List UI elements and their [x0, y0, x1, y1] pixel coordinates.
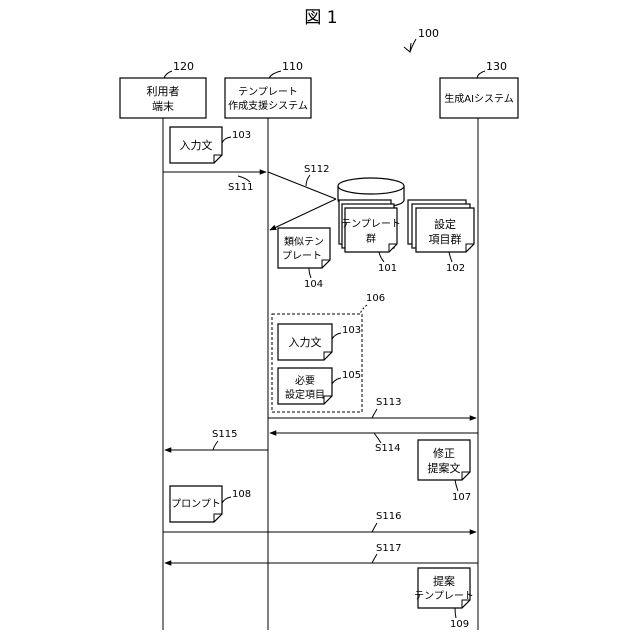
actor-user-line2: 端末: [152, 99, 174, 113]
doc-similar-line1: 類似テン: [284, 236, 324, 248]
figure-ref: 100: [418, 27, 439, 40]
doc-similar-ref: 104: [304, 279, 323, 290]
doc-setting-group-line1: 設定: [434, 217, 456, 231]
doc-revised-proposal: 修正 提案文 107: [418, 440, 471, 503]
step-s117: S117: [376, 543, 401, 554]
figure-ref-arrow: [404, 43, 411, 52]
doc-input-text-label: 入力文: [180, 138, 213, 152]
doc-template-group: テンプレート 群 101: [339, 200, 401, 274]
doc-setting-group-line2: 項目群: [429, 232, 462, 246]
doc-revised-line1: 修正: [433, 446, 455, 460]
doc-input-text-group: 入力文 103: [278, 324, 361, 360]
doc-template-group-line2: 群: [366, 232, 376, 245]
actor-ai-ref: 130: [486, 60, 507, 73]
doc-proposed-template: 提案 テンプレート 109: [414, 568, 474, 630]
step-s116: S116: [376, 511, 401, 522]
actor-user-line1: 利用者: [147, 85, 180, 98]
actor-ai-system: 生成AIシステム 130: [440, 60, 518, 118]
doc-similar-template: 類似テン プレート 104: [278, 228, 330, 290]
doc-required-line2: 設定項目: [285, 388, 325, 401]
doc-template-group-line1: テンプレート: [341, 218, 401, 230]
doc-setting-group-ref: 102: [446, 263, 465, 274]
doc-similar-line2: プレート: [282, 250, 322, 262]
doc-required-ref: 105: [342, 370, 361, 381]
doc-revised-ref: 107: [452, 492, 471, 503]
doc-template-group-ref: 101: [378, 263, 397, 274]
doc-input-text-group-label: 入力文: [289, 335, 322, 349]
figure-title: 図 1: [304, 8, 337, 28]
doc-proposed-line2: テンプレート: [414, 590, 474, 602]
actor-template-line2: 作成支援システム: [228, 99, 308, 112]
actor-template-system: テンプレート 作成支援システム 110: [225, 60, 311, 118]
actor-template-line1: テンプレート: [238, 86, 298, 98]
actor-user-ref: 120: [173, 60, 194, 73]
doc-proposed-line1: 提案: [433, 574, 455, 588]
input-group-ref: 106: [366, 293, 385, 304]
doc-prompt: プロンプト 108: [170, 486, 251, 522]
step-s114: S114: [375, 443, 400, 454]
actor-ai-line1: 生成AIシステム: [444, 92, 514, 105]
doc-setting-item-group: 設定 項目群 102: [408, 200, 474, 274]
doc-required-line1: 必要: [295, 374, 315, 387]
step-s115: S115: [212, 429, 237, 440]
step-s113: S113: [376, 397, 401, 408]
doc-prompt-ref: 108: [232, 489, 251, 500]
doc-proposed-ref: 109: [450, 619, 469, 630]
doc-input-text-ref: 103: [232, 130, 251, 141]
step-s112: S112: [304, 164, 329, 175]
doc-input-text: 入力文 103: [170, 127, 251, 163]
doc-revised-line2: 提案文: [428, 461, 461, 475]
step-s111: S111: [228, 182, 253, 193]
arrow-s112-query: [268, 172, 336, 199]
arrow-s112-return: [270, 199, 336, 230]
doc-input-text-group-ref: 103: [342, 325, 361, 336]
actor-user-terminal: 利用者 端末 120: [120, 60, 206, 118]
actor-template-ref: 110: [282, 60, 303, 73]
doc-required-settings: 必要 設定項目 105: [278, 368, 361, 404]
doc-prompt-label: プロンプト: [171, 498, 221, 510]
